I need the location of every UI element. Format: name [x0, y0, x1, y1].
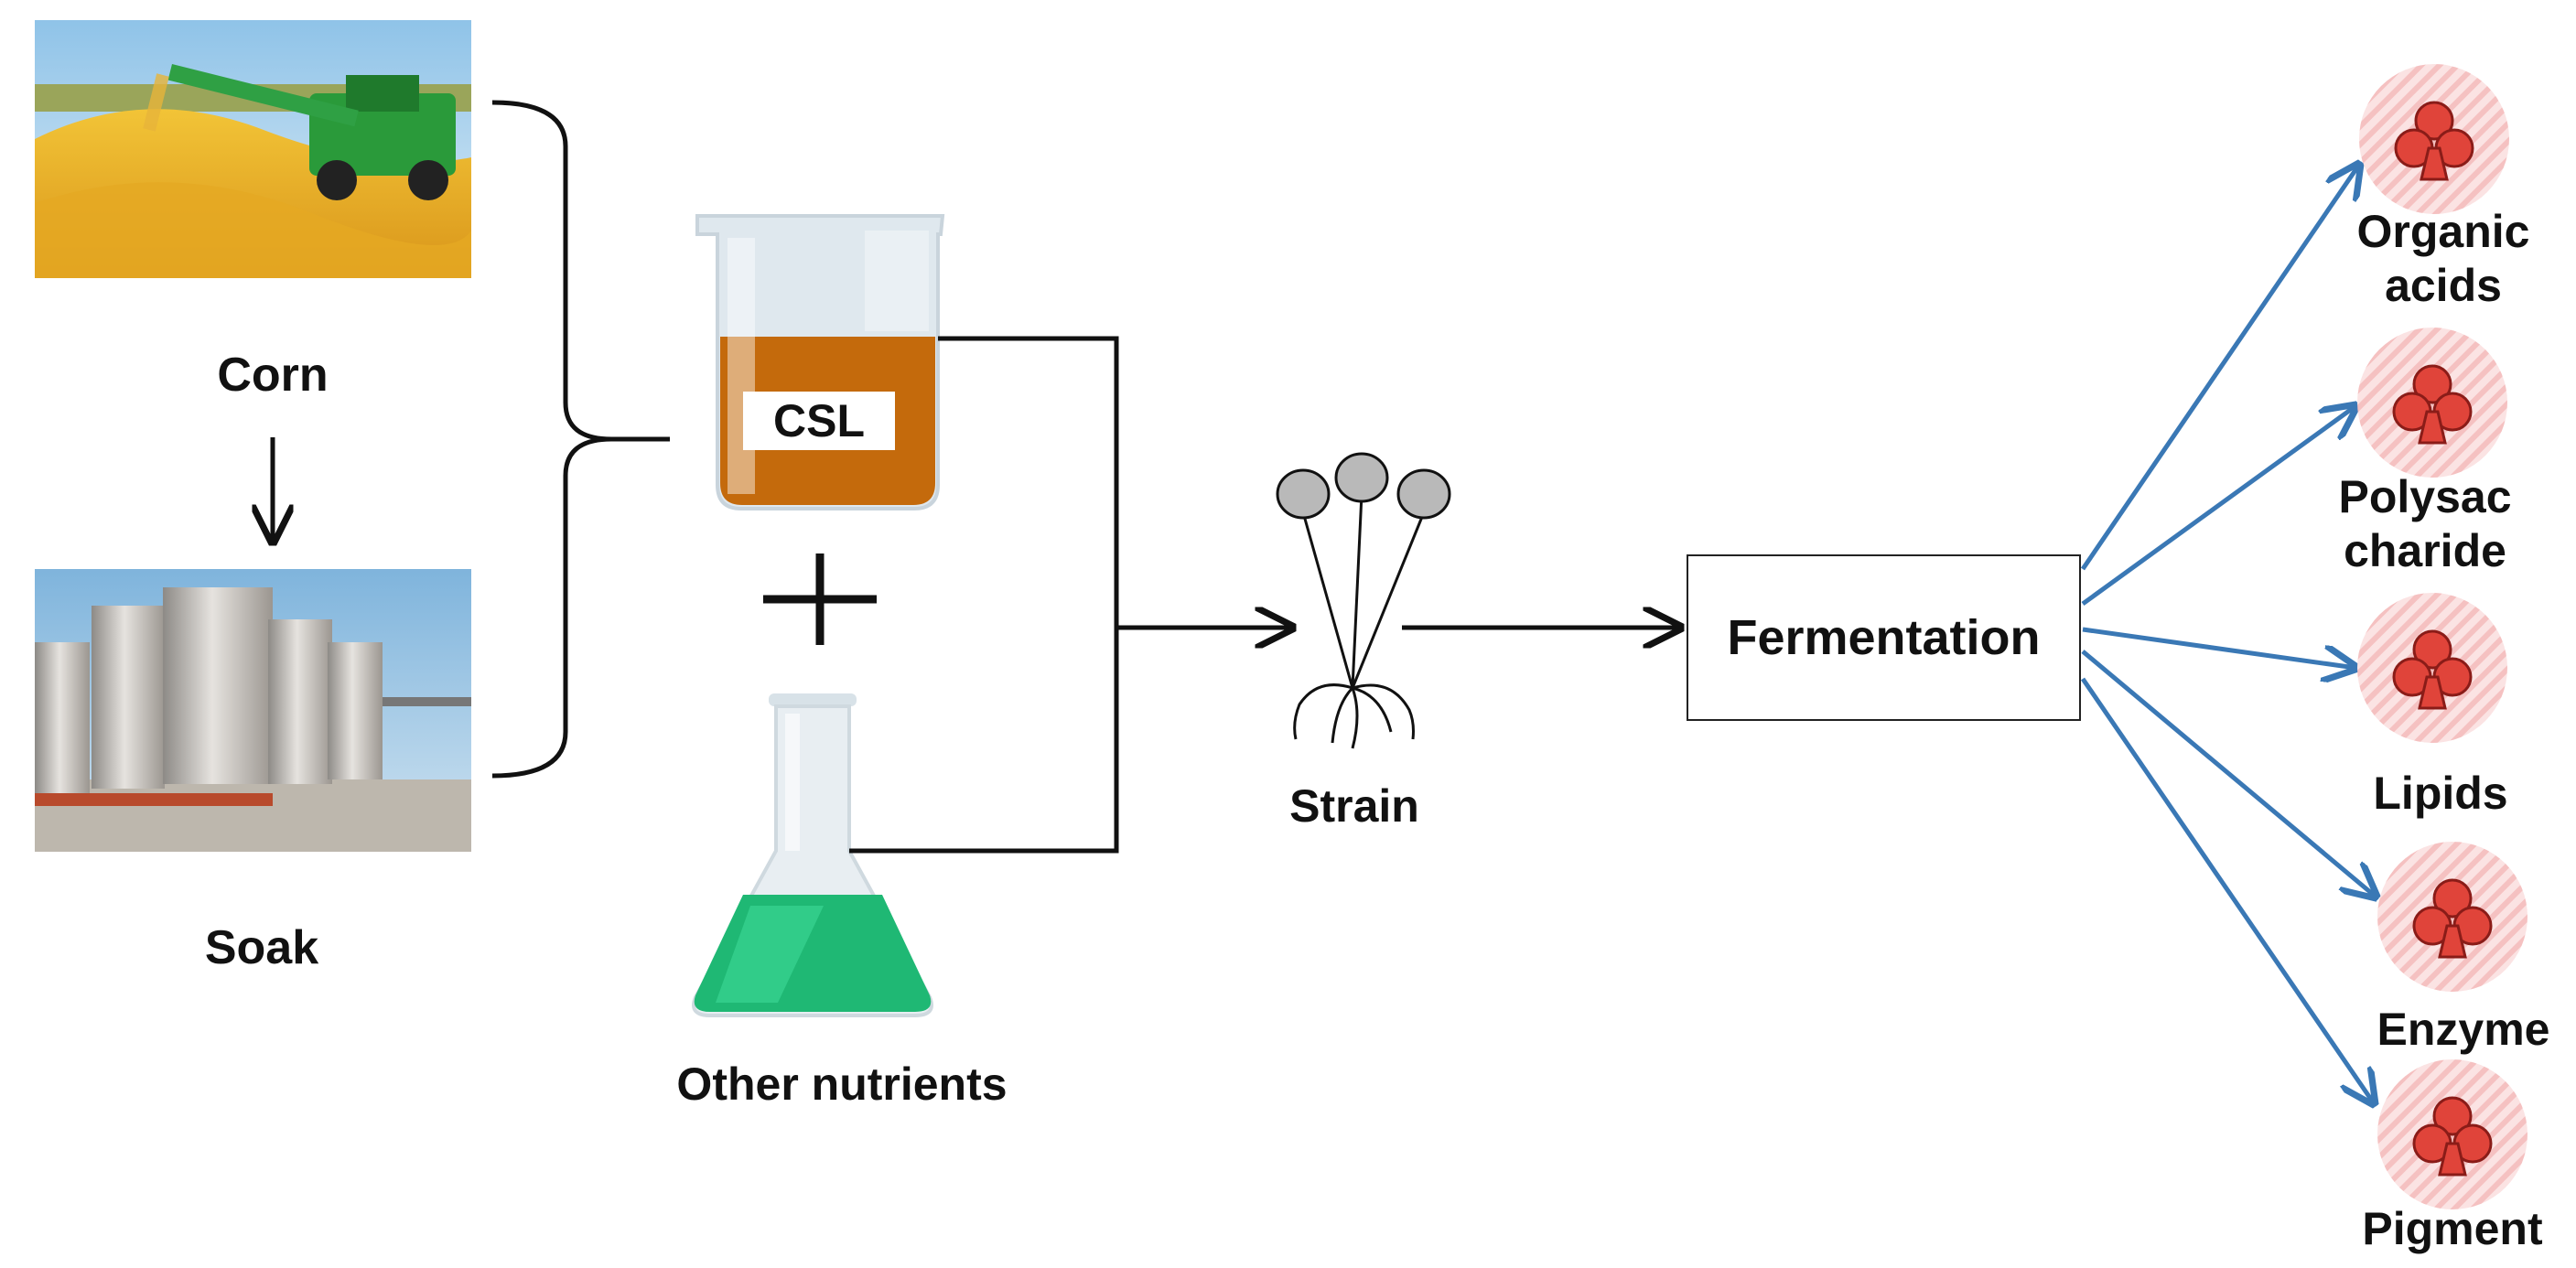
fermentation-label: Fermentation	[1727, 610, 2041, 665]
product-icon-lipids	[2357, 593, 2507, 743]
other-nutrients-label: Other nutrients	[676, 1058, 1008, 1110]
nutrient-flask	[692, 693, 933, 1017]
corn-label: Corn	[217, 349, 329, 402]
plus-icon	[763, 553, 877, 645]
product-label-enzyme: Enzyme	[2377, 1004, 2550, 1055]
steeping-tanks-image	[35, 569, 471, 852]
product-icon-enzyme	[2377, 842, 2527, 992]
product-label-lipids: Lipids	[2373, 768, 2508, 819]
fermentation-box: Fermentation	[1687, 554, 2081, 721]
csl-connector	[938, 336, 1119, 628]
corn-harvest-photo	[35, 20, 471, 278]
product-icon-organic-acids	[2359, 64, 2509, 214]
csl-beaker	[695, 214, 945, 510]
product-label-polysaccharide: Polysac charide	[2338, 471, 2512, 576]
merge-brace	[491, 100, 670, 779]
strain-label: Strain	[1289, 780, 1419, 832]
corn-harvest-image	[35, 20, 471, 278]
product-icon-pigment	[2377, 1059, 2527, 1209]
product-icon-polysaccharide	[2357, 328, 2507, 478]
product-label-organic-acids: Organic acids	[2356, 206, 2530, 311]
strain-icon	[1276, 452, 1451, 749]
product-arrows	[2080, 165, 2376, 1103]
csl-label: CSL	[743, 392, 895, 450]
nutrient-connector	[849, 628, 1119, 854]
product-label-pigment: Pigment	[2362, 1203, 2543, 1254]
soak-label: Soak	[204, 921, 319, 974]
soak-tanks-photo	[35, 569, 471, 852]
